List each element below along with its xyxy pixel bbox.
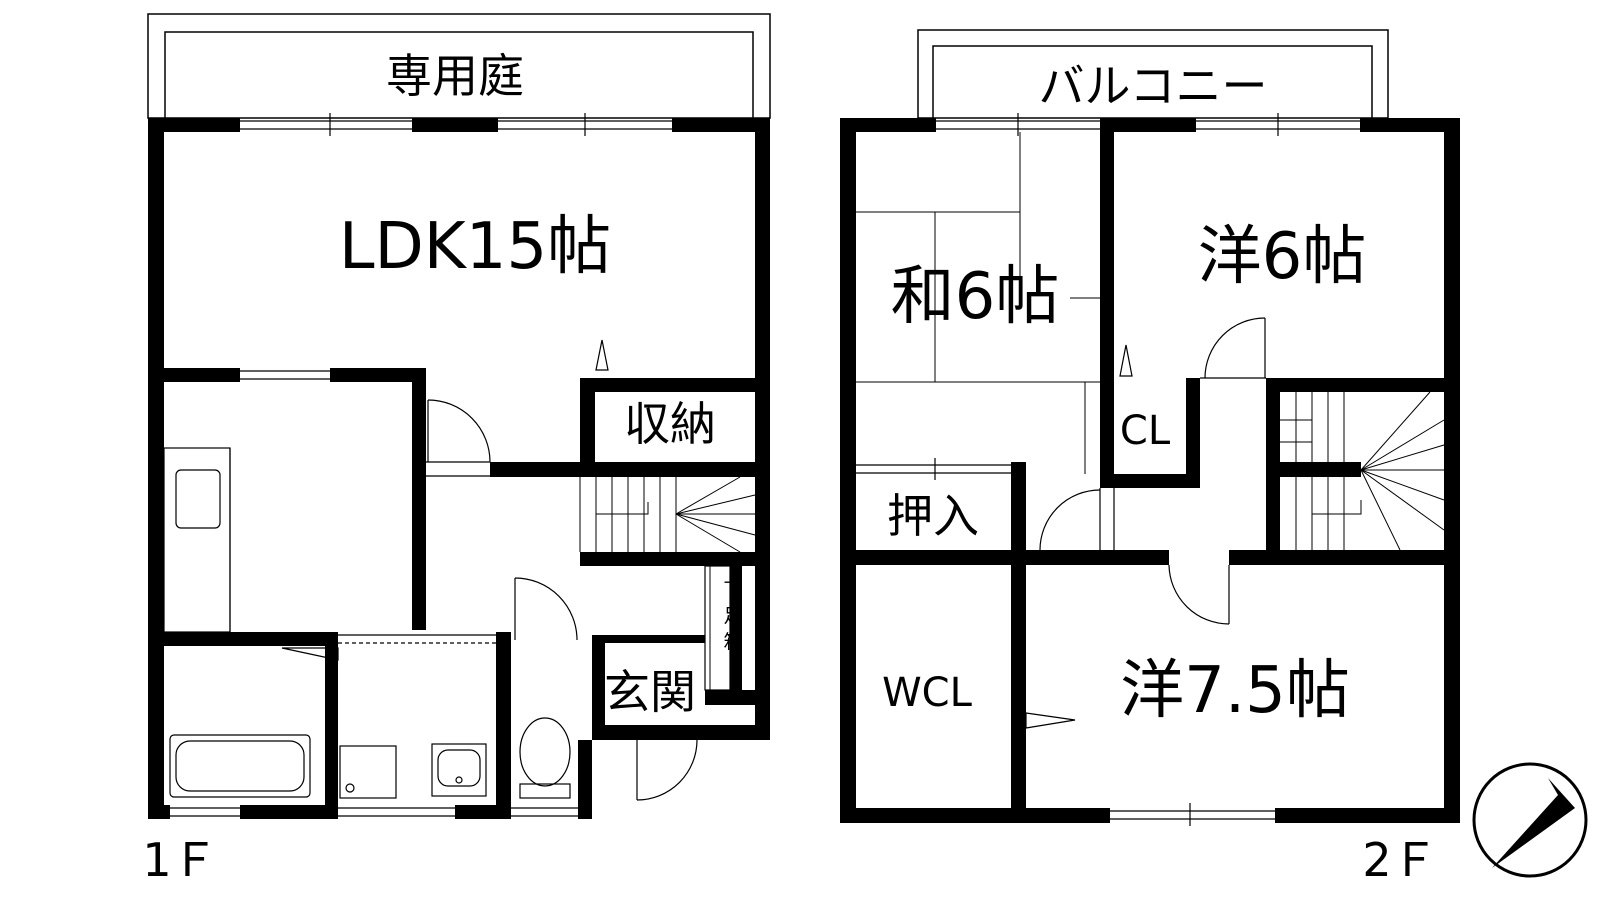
japanese-room-label: 和6帖 [891, 260, 1060, 334]
kitchen-counter [163, 447, 231, 633]
western-room-a-label: 洋6帖 [1198, 220, 1367, 294]
oshiire-label: 押入 [887, 489, 979, 543]
closet-label: CL [1120, 408, 1171, 454]
floor-2: バルコニー [840, 29, 1460, 887]
balcony-label: バルコニー [1038, 59, 1267, 113]
western-room-b-label: 洋7.5帖 [1120, 654, 1350, 728]
floor-1: 専用庭 [142, 13, 771, 887]
floor-2-stairs [1280, 391, 1445, 551]
floor-1-walls [148, 118, 770, 819]
bath-fixtures [169, 717, 571, 799]
north-arrow-icon [1472, 762, 1588, 878]
garden-label: 専用庭 [386, 49, 524, 103]
tatami-mats [856, 132, 1100, 474]
entrance-label: 玄関 [604, 665, 696, 719]
garden-inner-line [164, 31, 754, 118]
ldk-label: LDK15帖 [339, 210, 611, 284]
wcl-label: WCL [882, 670, 972, 716]
shoe-box: 下 足 箱 [704, 565, 743, 691]
floor-2-walls [840, 118, 1460, 823]
floor-1-windows [170, 113, 672, 817]
storage-label: 収納 [624, 397, 716, 451]
shoe-box-label-3: 箱 [723, 631, 742, 653]
floor-1-doors [281, 339, 698, 801]
floor-1-label: 1Ｆ [142, 833, 217, 887]
shoe-box-label-1: 下 [723, 579, 742, 601]
shoe-box-label-2: 足 [723, 605, 742, 627]
floor-2-windows [856, 113, 1360, 826]
floor-2-doors [1013, 317, 1266, 760]
floor-1-stairs [579, 476, 756, 553]
balcony-inner-line [932, 45, 1373, 118]
floor-2-label: 2Ｆ [1362, 833, 1437, 887]
